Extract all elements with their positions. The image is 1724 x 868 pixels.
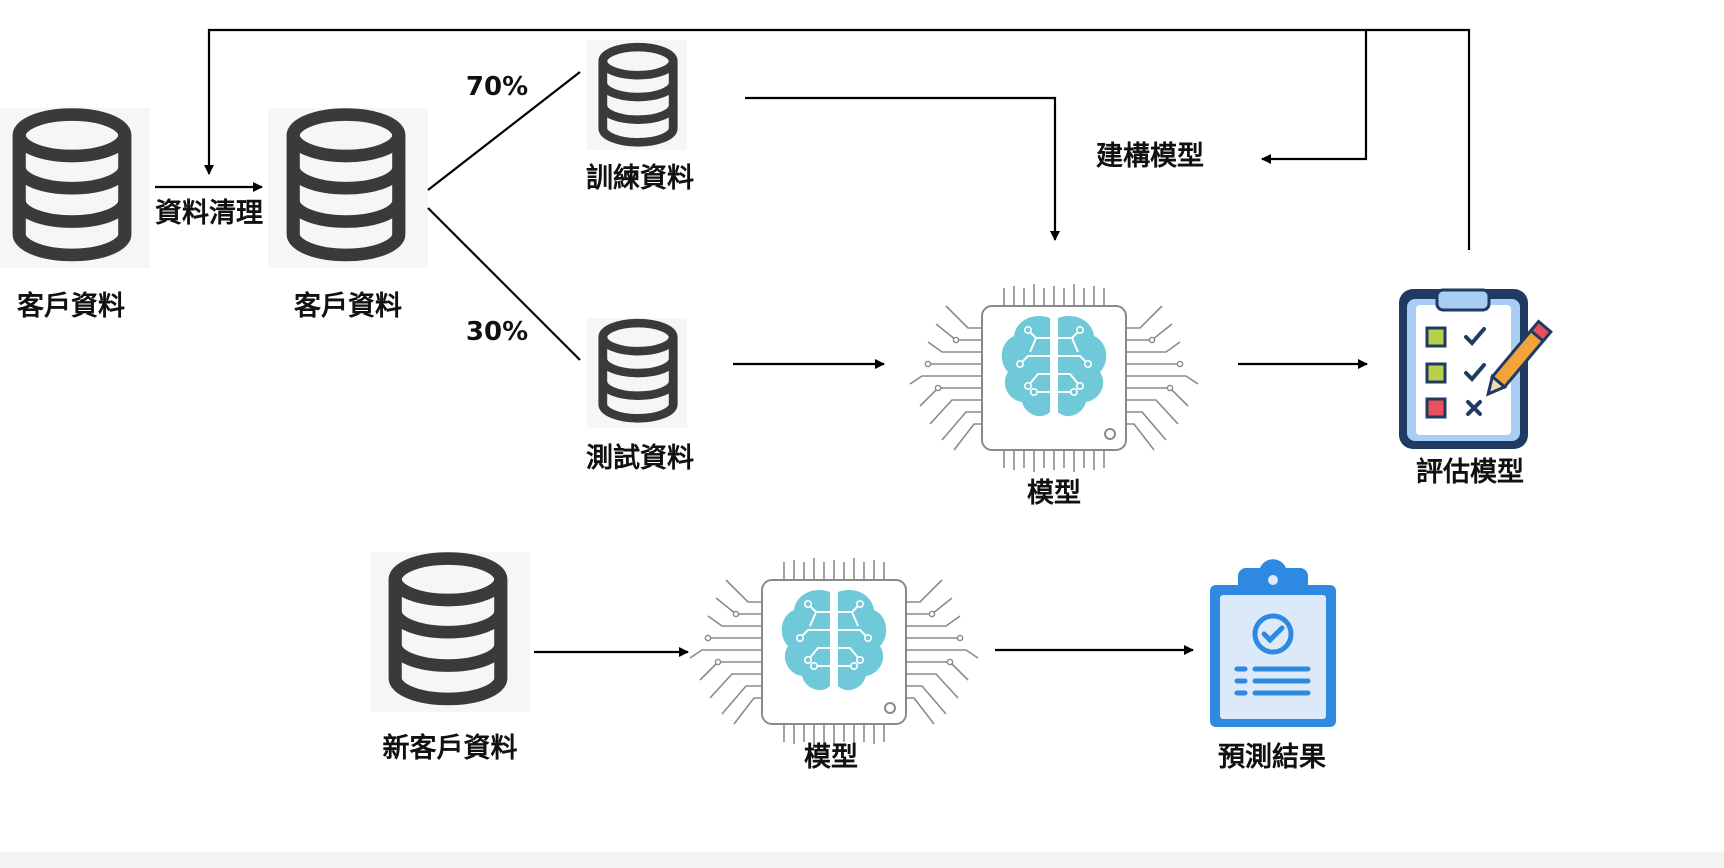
label-train-percent: 70%: [465, 72, 529, 102]
prediction-clipboard-icon: [1210, 559, 1336, 727]
database-icon: [603, 47, 673, 142]
feedback-loop-arrow: [204, 28, 1471, 250]
label-customer-data-clean: 客戶資料: [294, 291, 402, 322]
arrow-train-to-model: [745, 96, 1060, 241]
arrow-to-build-model: [1261, 30, 1368, 164]
database-icon: [395, 559, 501, 699]
label-model-bottom: 模型: [804, 742, 858, 773]
ai-chip-icon: [909, 283, 1199, 473]
label-test-data: 測試資料: [586, 443, 694, 474]
evaluation-clipboard-icon: [1399, 288, 1553, 449]
database-icon: [19, 115, 125, 255]
split-line-train: [427, 71, 581, 191]
label-data-cleaning: 資料清理: [155, 198, 263, 229]
label-build-model: 建構模型: [1096, 141, 1204, 172]
label-evaluate-model: 評估模型: [1416, 457, 1524, 488]
database-icon: [293, 115, 399, 255]
ai-chip-icon: [689, 557, 979, 747]
label-prediction-result: 預測結果: [1218, 742, 1326, 773]
label-customer-data-raw: 客戶資料: [17, 291, 125, 322]
bottom-band: [0, 852, 1724, 868]
label-test-percent: 30%: [465, 317, 529, 347]
label-training-data: 訓練資料: [586, 163, 694, 194]
split-line-test: [427, 207, 581, 361]
label-model-top: 模型: [1027, 478, 1081, 509]
database-icon: [603, 323, 673, 418]
label-new-customer-data: 新客戶資料: [382, 733, 518, 764]
